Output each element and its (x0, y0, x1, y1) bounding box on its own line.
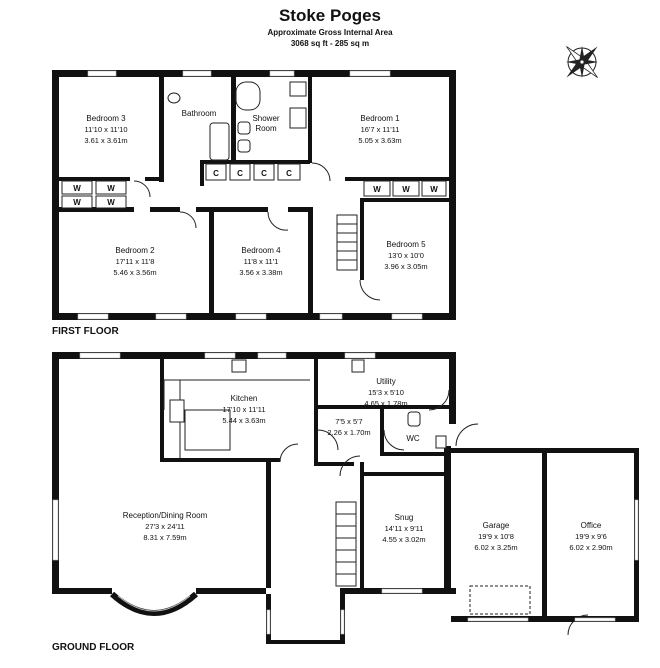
room-dims-imperial: 27'3 x 24'11 (145, 522, 184, 531)
first-floor-label: FIRST FLOOR (52, 326, 119, 337)
room-dims-imperial: 15'3 x 5'10 (368, 388, 404, 397)
room-dims-metric: 5.44 x 3.63m (222, 416, 265, 425)
wardrobe-label: W (107, 198, 115, 207)
room-dims-metric: 4.65 x 1.78m (364, 399, 407, 408)
room-name-bedroom-2: Bedroom 2 (115, 246, 155, 255)
room-dims-metric: 8.31 x 7.59m (143, 533, 186, 542)
room-name-bedroom-1: Bedroom 1 (360, 114, 400, 123)
room-name-snug: Snug (395, 513, 414, 522)
cupboard-label: C (261, 169, 267, 178)
stairs-first-floor (336, 214, 358, 271)
cupboard-label: C (213, 169, 219, 178)
room-dims-imperial: 11'10 x 11'10 (84, 125, 127, 134)
room-name-garage: Garage (483, 521, 510, 530)
bathroom-fixtures (167, 81, 307, 161)
door-swings-ground-floor (279, 389, 589, 636)
plan-title: Stoke Poges (278, 6, 382, 25)
stairs-ground-floor (335, 501, 357, 587)
room-name-bedroom-3: Bedroom 3 (86, 114, 126, 123)
room-name-bedroom-4: Bedroom 4 (241, 246, 281, 255)
room-name-shower: Shower (252, 114, 279, 123)
first-floor-plan: W W W W W W W C C C C (52, 70, 456, 337)
room-dims-metric: 5.05 x 3.63m (358, 136, 401, 145)
cupboard-units: C C C C (205, 163, 301, 181)
room-name-bedroom-5: Bedroom 5 (386, 240, 426, 249)
cupboard-label: C (237, 169, 243, 178)
room-dims-imperial: 17'11 x 11'8 (116, 257, 155, 266)
room-dims-metric: 3.56 x 3.38m (239, 268, 282, 277)
room-name-reception: Reception/Dining Room (123, 511, 208, 520)
room-dims-metric: 6.02 x 2.90m (569, 543, 612, 552)
room-dims-metric: 3.96 x 3.05m (384, 262, 427, 271)
kitchen-fixtures (163, 359, 447, 458)
room-name-bathroom: Bathroom (182, 109, 217, 118)
room-dims-metric: 5.46 x 3.56m (113, 268, 156, 277)
room-name-shower-2: Room (255, 124, 277, 133)
wardrobe-label: W (373, 185, 381, 194)
room-dims-metric: 6.02 x 3.25m (474, 543, 517, 552)
room-dims-imperial: 13'0 x 10'0 (388, 251, 424, 260)
plan-area: 3068 sq ft - 285 sq m (290, 39, 370, 48)
room-dims-imperial: 11'8 x 11'1 (244, 257, 279, 266)
room-dims-imperial: 16'7 x 11'11 (361, 125, 400, 134)
room-name-utility: Utility (376, 377, 396, 386)
wardrobe-label: W (107, 184, 115, 193)
wardrobe-label: W (73, 198, 81, 207)
room-dims-imperial: 19'9 x 10'8 (478, 532, 514, 541)
room-name-wc: WC (406, 434, 420, 443)
room-dims-metric: 4.55 x 3.02m (382, 535, 425, 544)
wardrobe-units: W W W W W W W (61, 180, 447, 209)
room-dims-metric: 2.26 x 1.70m (327, 428, 370, 437)
room-dims-imperial: 7'5 x 5'7 (335, 417, 362, 426)
room-name-office: Office (581, 521, 602, 530)
ground-floor-label: GROUND FLOOR (52, 642, 135, 653)
wardrobe-label: W (402, 185, 410, 194)
door-swings-first-floor (133, 162, 381, 301)
cupboard-label: C (286, 169, 292, 178)
wardrobe-label: W (430, 185, 438, 194)
wardrobe-label: W (73, 184, 81, 193)
room-dims-metric: 3.61 x 3.61m (84, 136, 127, 145)
ground-floor-plan: Kitchen 17'10 x 11'11 5.44 x 3.63m Utili… (52, 352, 639, 653)
room-dims-imperial: 19'9 x 9'6 (575, 532, 607, 541)
room-name-kitchen: Kitchen (231, 394, 258, 403)
room-dims-imperial: 17'10 x 11'11 (222, 405, 265, 414)
plan-subtitle: Approximate Gross Internal Area (267, 28, 393, 37)
compass-icon (566, 46, 598, 78)
room-dims-imperial: 14'11 x 9'11 (385, 524, 424, 533)
